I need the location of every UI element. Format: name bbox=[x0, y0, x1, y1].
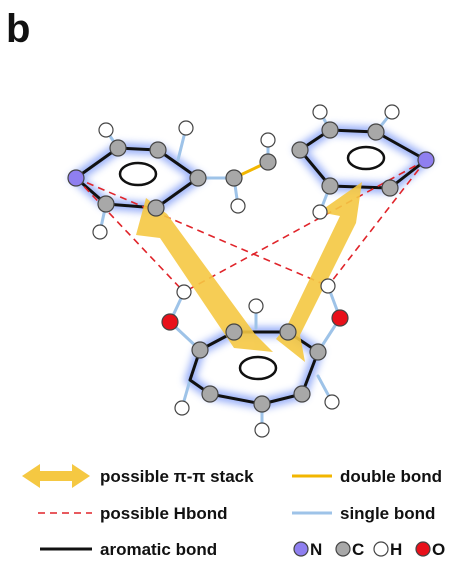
hydrogen-atom bbox=[384, 104, 400, 120]
hydrogen-atom bbox=[92, 224, 108, 240]
nitrogen-legend-icon bbox=[293, 541, 309, 557]
carbon-atom bbox=[293, 385, 311, 403]
legend-c-label: C bbox=[352, 540, 364, 559]
carbon-legend-icon bbox=[335, 541, 351, 557]
nitrogen-atom bbox=[417, 151, 435, 169]
carbon-atom bbox=[253, 395, 271, 413]
hydrogen-atom bbox=[324, 394, 340, 410]
legend-hbond-label: possible Hbond bbox=[100, 504, 228, 523]
bottom-ring-pi-ellipse bbox=[238, 355, 278, 381]
hbond-line bbox=[75, 177, 329, 287]
legend-n-label: N bbox=[310, 540, 322, 559]
carbon-atom bbox=[291, 141, 309, 159]
carbon-atom bbox=[259, 153, 277, 171]
carbon-atom bbox=[97, 195, 115, 213]
carbon-atom bbox=[149, 141, 167, 159]
hydrogen-atom bbox=[312, 104, 328, 120]
pi-ellipses bbox=[118, 145, 386, 381]
carbon-atom bbox=[279, 323, 297, 341]
hbond-line bbox=[327, 159, 427, 287]
nitrogen-atom bbox=[67, 169, 85, 187]
carbon-atom bbox=[321, 121, 339, 139]
pi-stack-legend-icon bbox=[22, 464, 90, 488]
oxygen-legend-icon bbox=[415, 541, 431, 557]
pi-stack-arrow-left bbox=[136, 198, 273, 352]
legend-h-label: H bbox=[390, 540, 402, 559]
pi-stack-arrow-right bbox=[276, 182, 362, 362]
oxygen-atom bbox=[161, 313, 179, 331]
carbon-atom bbox=[225, 169, 243, 187]
carbon-atom bbox=[225, 323, 243, 341]
hydrogen-atom bbox=[260, 132, 276, 148]
carbon-atom bbox=[367, 123, 385, 141]
legend-single-bond-label: single bond bbox=[340, 504, 435, 523]
carbon-atom bbox=[321, 177, 339, 195]
hydrogen-atom bbox=[174, 400, 190, 416]
legend-o-label: O bbox=[432, 540, 445, 559]
hydrogen-atom bbox=[254, 422, 270, 438]
legend: possible π-π stack double bond possible … bbox=[22, 464, 445, 559]
hydrogen-atom bbox=[312, 204, 328, 220]
carbon-atom bbox=[109, 139, 127, 157]
hbonds bbox=[75, 159, 427, 293]
legend-double-bond-label: double bond bbox=[340, 467, 442, 486]
hydrogen-atom bbox=[248, 298, 264, 314]
oxygen-atom bbox=[331, 309, 349, 327]
carbon-atom bbox=[191, 341, 209, 359]
left-ring-pi-ellipse bbox=[118, 161, 158, 187]
hydrogen-atom bbox=[98, 122, 114, 138]
hydrogen-atom bbox=[320, 278, 336, 294]
carbon-atom bbox=[189, 169, 207, 187]
hbond-line bbox=[75, 177, 185, 293]
legend-pi-stack-label: possible π-π stack bbox=[100, 467, 254, 486]
hydrogen-atom bbox=[178, 120, 194, 136]
hydrogen-atom bbox=[176, 284, 192, 300]
pi-stack-arrows bbox=[136, 182, 362, 362]
hbond-line bbox=[183, 159, 427, 293]
hydrogen-atom bbox=[230, 198, 246, 214]
legend-aromatic-bond-label: aromatic bond bbox=[100, 540, 217, 559]
carbon-atom bbox=[381, 179, 399, 197]
atoms bbox=[67, 104, 435, 438]
carbon-atom bbox=[147, 199, 165, 217]
hydrogen-legend-icon bbox=[373, 541, 389, 557]
right-ring-pi-ellipse bbox=[346, 145, 386, 171]
carbon-atom bbox=[201, 385, 219, 403]
carbon-atom bbox=[309, 343, 327, 361]
panel-label: b bbox=[6, 7, 30, 51]
